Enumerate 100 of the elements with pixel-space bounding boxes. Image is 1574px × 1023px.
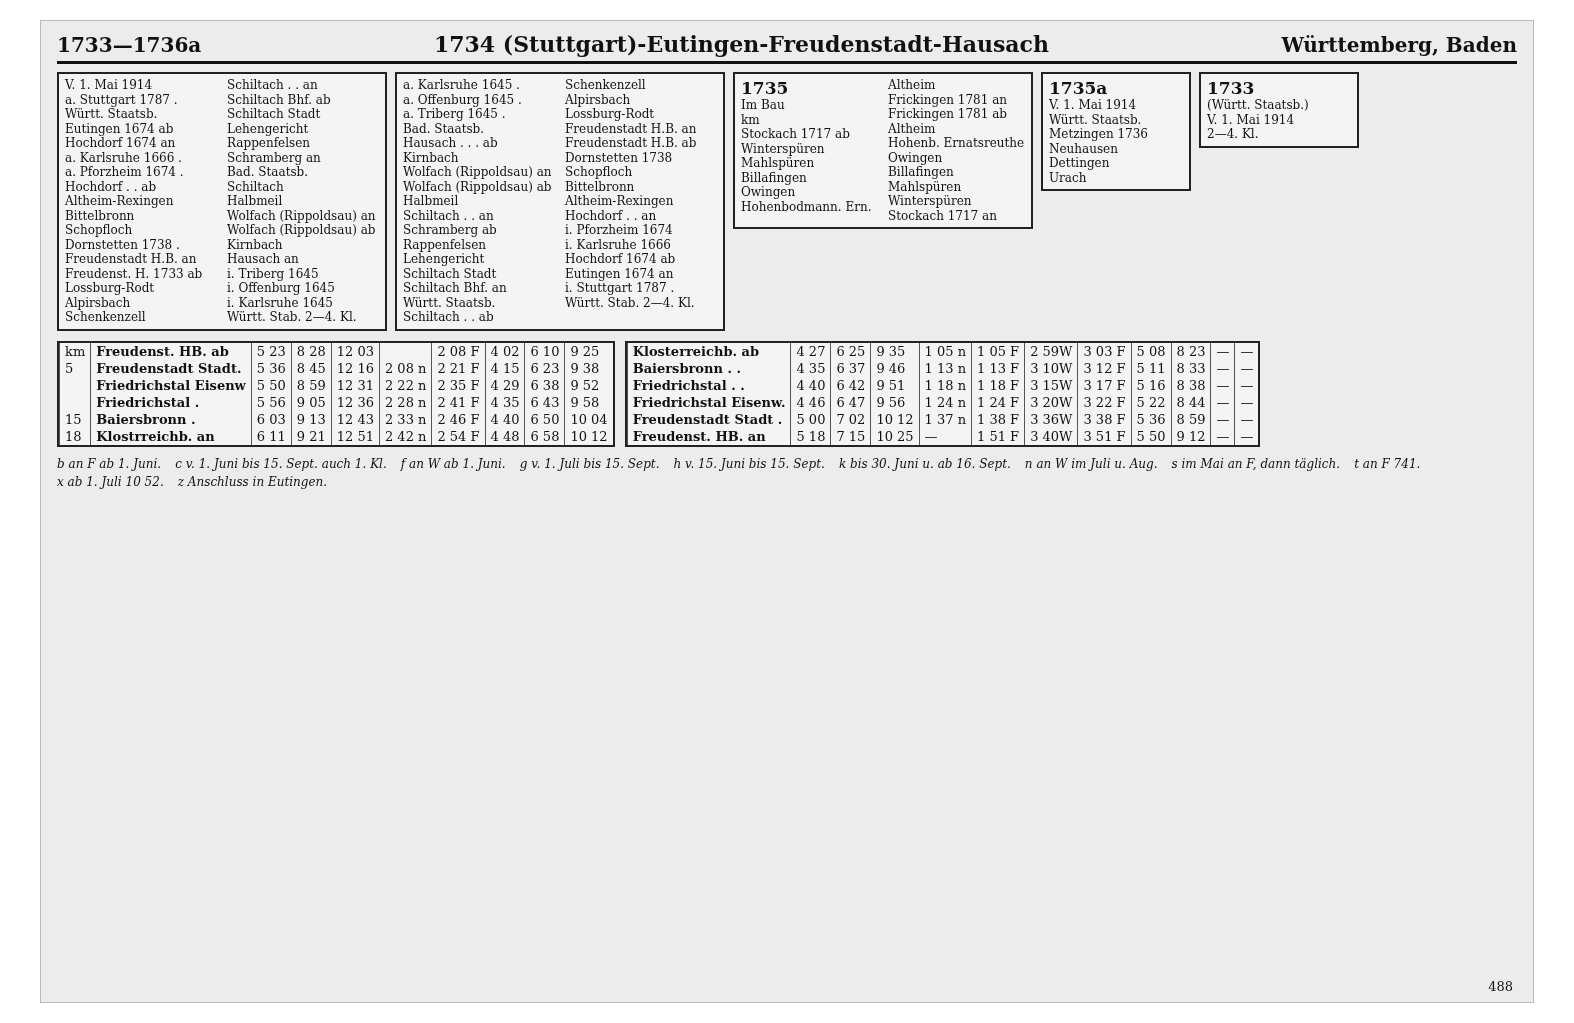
footnote: c v. 1. Juni bis 15. Sept. auch 1. Kl.	[175, 456, 387, 471]
footnote: x ab 1. Juli 10 52.	[57, 474, 164, 489]
station-name: Altheim	[888, 78, 937, 93]
station-cell: Freudenst. HB. an	[627, 427, 791, 445]
station-name: Alpirsbach	[565, 92, 632, 107]
time-cell: 3 40W	[1024, 427, 1078, 445]
time-cell: —	[1211, 393, 1235, 411]
station-cell: Baiersbronn . .	[627, 359, 791, 377]
station-name: Owingen	[741, 185, 797, 200]
time-cell: 1 38 F	[971, 410, 1025, 428]
time-cell: 9 52	[564, 376, 613, 394]
station-name: Bad. Staatsb.	[403, 121, 486, 136]
time-cell: 6 25	[830, 342, 871, 360]
station-name: Lossburg-Rodt	[65, 281, 156, 296]
station-name: Dettingen	[1049, 156, 1111, 171]
time-cell: —	[1211, 376, 1235, 394]
station-name: Kirnbach	[403, 150, 460, 165]
station-name: Lehengericht	[403, 252, 486, 267]
station-name: Rappenfelsen	[227, 136, 312, 151]
page-number: 488	[1488, 979, 1513, 994]
station-name: Lehengericht	[227, 121, 310, 136]
time-cell: 12 51	[331, 427, 380, 445]
footnote: t an F 741.	[1354, 456, 1421, 471]
station-name: Württ. Stab. 2—4. Kl.	[565, 295, 696, 310]
time-cell: 1 51 F	[971, 427, 1025, 445]
footnote: z Anschluss in Eutingen.	[177, 474, 328, 489]
station-name: Schiltach . . an	[403, 208, 495, 223]
time-cell: 9 35	[870, 342, 920, 360]
station-name: Schiltach Stadt	[227, 107, 322, 122]
time-cell: 6 58	[524, 427, 565, 445]
station-name: Württ. Stab. 2—4. Kl.	[227, 310, 358, 325]
time-cell: 2 22 n	[379, 376, 432, 394]
table-number: 1735	[741, 78, 790, 98]
time-cell: 5 50	[251, 376, 292, 394]
station-name: Hochdorf . . ab	[65, 179, 158, 194]
time-cell: 9 56	[870, 393, 920, 411]
station-cell: Friedrichstal . .	[627, 376, 791, 394]
time-cell: 5 56	[251, 393, 292, 411]
time-cell: 2 28 n	[379, 393, 432, 411]
time-cell: 3 03 F	[1077, 342, 1132, 360]
time-cell: 4 15	[485, 359, 525, 377]
station-name: Schopfloch	[565, 165, 634, 180]
km-cell: 18	[59, 427, 91, 445]
station-name: i. Pforzheim 1674	[565, 223, 674, 238]
time-cell: 9 13	[291, 410, 332, 428]
station-name: i. Karlsruhe 1666	[565, 237, 672, 252]
time-cell: 12 16	[331, 359, 380, 377]
station-name: a. Stuttgart 1787 .	[65, 92, 179, 107]
time-cell: 5 16	[1131, 376, 1172, 394]
station-name: Bittelbronn	[565, 179, 636, 194]
station-name: Schopfloch	[65, 223, 134, 238]
station-name: Dornstetten 1738 .	[65, 237, 181, 252]
time-cell: 10 25	[870, 427, 920, 445]
station-cell: Freudenstadt Stadt.	[90, 359, 252, 377]
station-name: Halbmeil	[227, 194, 284, 209]
time-cell: 6 03	[251, 410, 292, 428]
station-name: km	[741, 112, 761, 127]
station-name: Frickingen 1781 an	[888, 92, 1009, 107]
time-cell: 4 48	[485, 427, 525, 445]
time-cell: 2 46 F	[431, 410, 485, 428]
time-cell: 5 08	[1131, 342, 1172, 360]
time-cell: 2 42 n	[379, 427, 432, 445]
time-cell: 3 17 F	[1077, 376, 1132, 394]
time-cell: 7 02	[830, 410, 871, 428]
time-cell: 6 43	[524, 393, 565, 411]
time-cell: 9 05	[291, 393, 332, 411]
time-cell: 1 37 n	[919, 410, 972, 428]
time-cell: 10 12	[870, 410, 920, 428]
station-name: Rappenfelsen	[403, 237, 488, 252]
time-cell: 12 31	[331, 376, 380, 394]
time-cell: 6 11	[251, 427, 292, 445]
station-name: Württ. Staatsb.	[403, 295, 497, 310]
time-cell: —	[1235, 359, 1259, 377]
time-cell: 8 59	[1171, 410, 1211, 428]
station-name: Frickingen 1781 ab	[888, 107, 1008, 122]
station-cell: Freudenstadt Stadt .	[627, 410, 791, 428]
time-cell: 2 59W	[1024, 342, 1078, 360]
time-cell: 3 20W	[1024, 393, 1078, 411]
time-cell: 2 33 n	[379, 410, 432, 428]
station-name: Hohenb. Ernatsreuthe	[888, 136, 1025, 151]
time-cell: —	[1235, 427, 1259, 445]
station-name: Freudenst. H. 1733 ab	[65, 266, 204, 281]
time-cell: 4 40	[485, 410, 525, 428]
time-cell: 8 33	[1171, 359, 1211, 377]
station-name: i. Karlsruhe 1645	[227, 295, 334, 310]
station-cell: Friedrichstal .	[90, 393, 252, 411]
time-cell: 5 18	[790, 427, 831, 445]
time-cell: 1 18 n	[919, 376, 972, 394]
station-name: Hausach an	[227, 252, 300, 267]
time-cell: 4 35	[485, 393, 525, 411]
station-name: Hochdorf . . an	[565, 208, 658, 223]
station-name: Mahlspüren	[888, 179, 963, 194]
station-name: Hochdorf 1674 ab	[565, 252, 677, 267]
time-cell: 5 11	[1131, 359, 1172, 377]
time-cell: 4 27	[790, 342, 831, 360]
station-name: Schenkenzell	[65, 310, 147, 325]
station-name: Schramberg an	[227, 150, 322, 165]
station-name: a. Karlsruhe 1645 .	[403, 78, 521, 93]
time-cell: 1 13 n	[919, 359, 972, 377]
station-name: Schiltach Bhf. ab	[227, 92, 332, 107]
